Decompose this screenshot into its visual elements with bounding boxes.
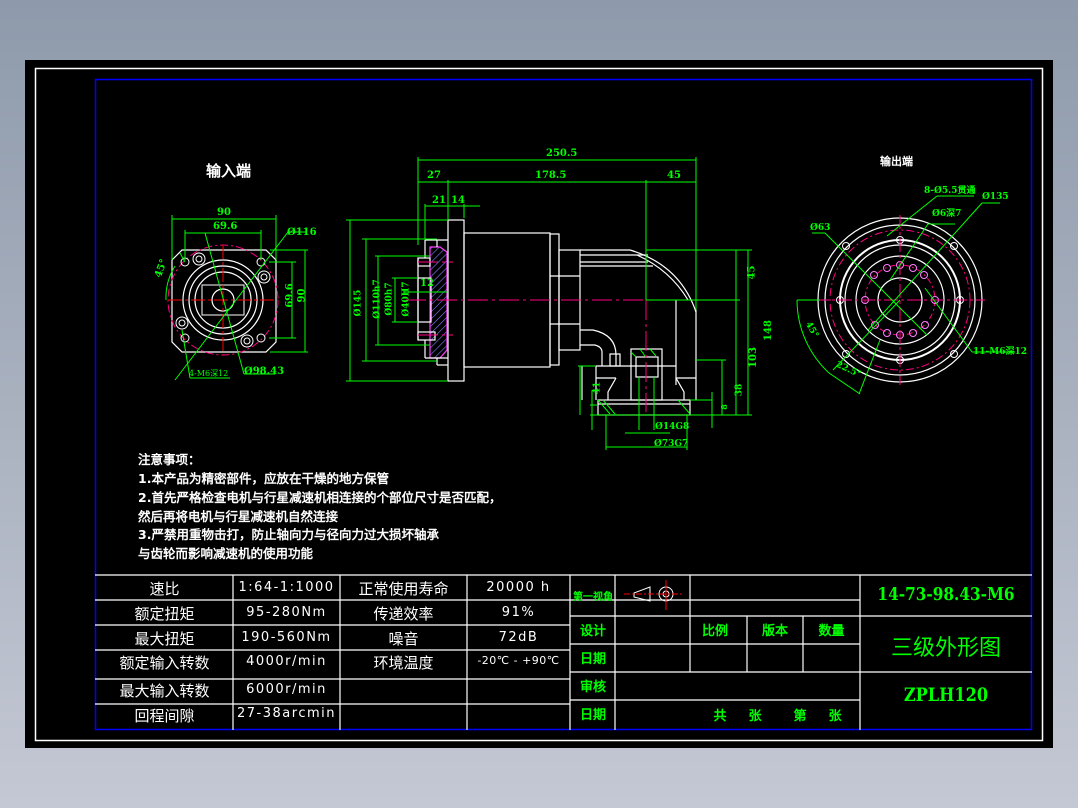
note-line: 2.首先严格检查电机与行星减速机相连接的个部位尺寸是否匹配，	[138, 490, 502, 505]
input-end-view	[165, 215, 308, 381]
dim-label: 12	[420, 278, 434, 289]
dim-label: Ø80h7	[384, 282, 395, 316]
spec-value: 27-38arcmin	[237, 706, 336, 721]
dim-label: 69.6	[213, 221, 238, 232]
spec-value: 6000r/min	[246, 682, 327, 697]
dim-label: 41	[592, 381, 603, 395]
projection-label: 第一视角	[573, 592, 613, 603]
dim-label: Ø40H7	[401, 281, 412, 317]
note-line: 然后再将电机与行星减速机自然连接	[138, 509, 339, 524]
sheet-total-prefix: 共	[713, 709, 727, 724]
dim-label: Ø63	[810, 223, 831, 233]
date-label: 日期	[579, 708, 606, 723]
design-label: 设计	[579, 624, 606, 639]
side-section-view	[346, 157, 752, 450]
outer-frame	[34, 67, 1044, 742]
spec-label: 速比	[149, 580, 180, 598]
spec-label: 额定扭矩	[134, 605, 195, 623]
dim-label: 8	[718, 404, 729, 410]
sheet-total-suffix: 张	[748, 709, 762, 724]
dim-label: Ø145	[353, 289, 364, 317]
review-label: 审核	[579, 680, 606, 695]
spec-value: 4000r/min	[246, 654, 327, 669]
spec-value: -20℃ - +90℃	[477, 654, 560, 667]
drawing-number: 14-73-98.43-M6	[877, 584, 1015, 605]
notes-heading: 注意事项：	[138, 452, 201, 467]
dim-label: 103	[747, 347, 759, 368]
dim-label: Ø14G8	[655, 422, 690, 432]
model-number: ZPLH120	[903, 684, 989, 706]
table-grid	[95, 574, 1032, 730]
spec-label: 最大输入转数	[119, 682, 210, 700]
spec-label: 最大扭矩	[134, 630, 195, 648]
spec-value: 1:64-1:1000	[238, 580, 335, 595]
dim-label: 14	[451, 195, 465, 206]
output-view-title: 输出端	[880, 155, 913, 168]
dim-label: Ø110h7	[372, 279, 383, 319]
sheet-number-suffix: 张	[828, 709, 842, 724]
cad-drawing	[34, 67, 1044, 742]
version-label: 版本	[761, 624, 788, 639]
input-view-title: 输入端	[206, 162, 252, 180]
spec-value: 190-560Nm	[241, 630, 332, 645]
spec-value: 72dB	[498, 630, 539, 645]
note-line: 3.严禁用重物击打，防止轴向力与径向力过大损坏轴承	[138, 527, 439, 542]
dim-label: 250.5	[546, 148, 578, 159]
note-line: 与齿轮而影响减速机的使用功能	[138, 546, 314, 561]
dim-label: Ø116	[287, 227, 317, 238]
dim-label: 45	[746, 265, 758, 280]
drawing-title: 三级外形图	[890, 636, 1001, 661]
dim-label: Ø73G7	[654, 439, 689, 449]
output-end-view	[796, 195, 1015, 395]
dim-label: Ø98.43	[244, 366, 285, 377]
spec-value: 91%	[501, 605, 536, 620]
spec-label: 传递效率	[373, 605, 434, 623]
quantity-label: 数量	[818, 624, 845, 639]
drawing-canvas: 输入端 输出端 90 69.6 Ø116 45° 69.6 90 4-M6深12…	[25, 60, 1053, 748]
dim-label: 69.6	[284, 283, 296, 308]
spec-value: 95-280Nm	[246, 605, 327, 620]
spec-label: 额定输入转数	[119, 654, 210, 672]
dim-label: 8-Ø5.5贯通	[924, 186, 976, 196]
dim-label: 38	[734, 383, 745, 397]
dim-label: 21	[432, 195, 446, 206]
dim-label: 27	[427, 170, 441, 181]
dim-label: Ø6深7	[932, 209, 962, 219]
spec-value: 20000 h	[486, 580, 551, 595]
inner-frame	[94, 78, 1033, 731]
first-angle-projection-symbol	[624, 580, 682, 610]
dim-label: Ø135	[982, 192, 1009, 202]
spec-label: 正常使用寿命	[358, 580, 449, 598]
date-label: 日期	[579, 652, 606, 667]
spec-label: 回程间隙	[134, 707, 195, 725]
sheet-number-prefix: 第	[793, 709, 807, 724]
dim-label: 148	[762, 320, 774, 341]
dim-label: 45	[667, 170, 681, 181]
spec-label: 环境温度	[373, 654, 434, 672]
note-line: 1.本产品为精密部件，应放在干燥的地方保管	[138, 471, 389, 486]
scale-label: 比例	[701, 624, 728, 639]
dim-label: 11-M6深12	[973, 347, 1028, 357]
dim-label: 178.5	[535, 170, 567, 181]
dim-label: 90	[217, 207, 231, 218]
dim-label: 90	[296, 288, 308, 303]
spec-label: 噪音	[388, 630, 419, 648]
dim-label: 4-M6深12	[189, 369, 229, 378]
